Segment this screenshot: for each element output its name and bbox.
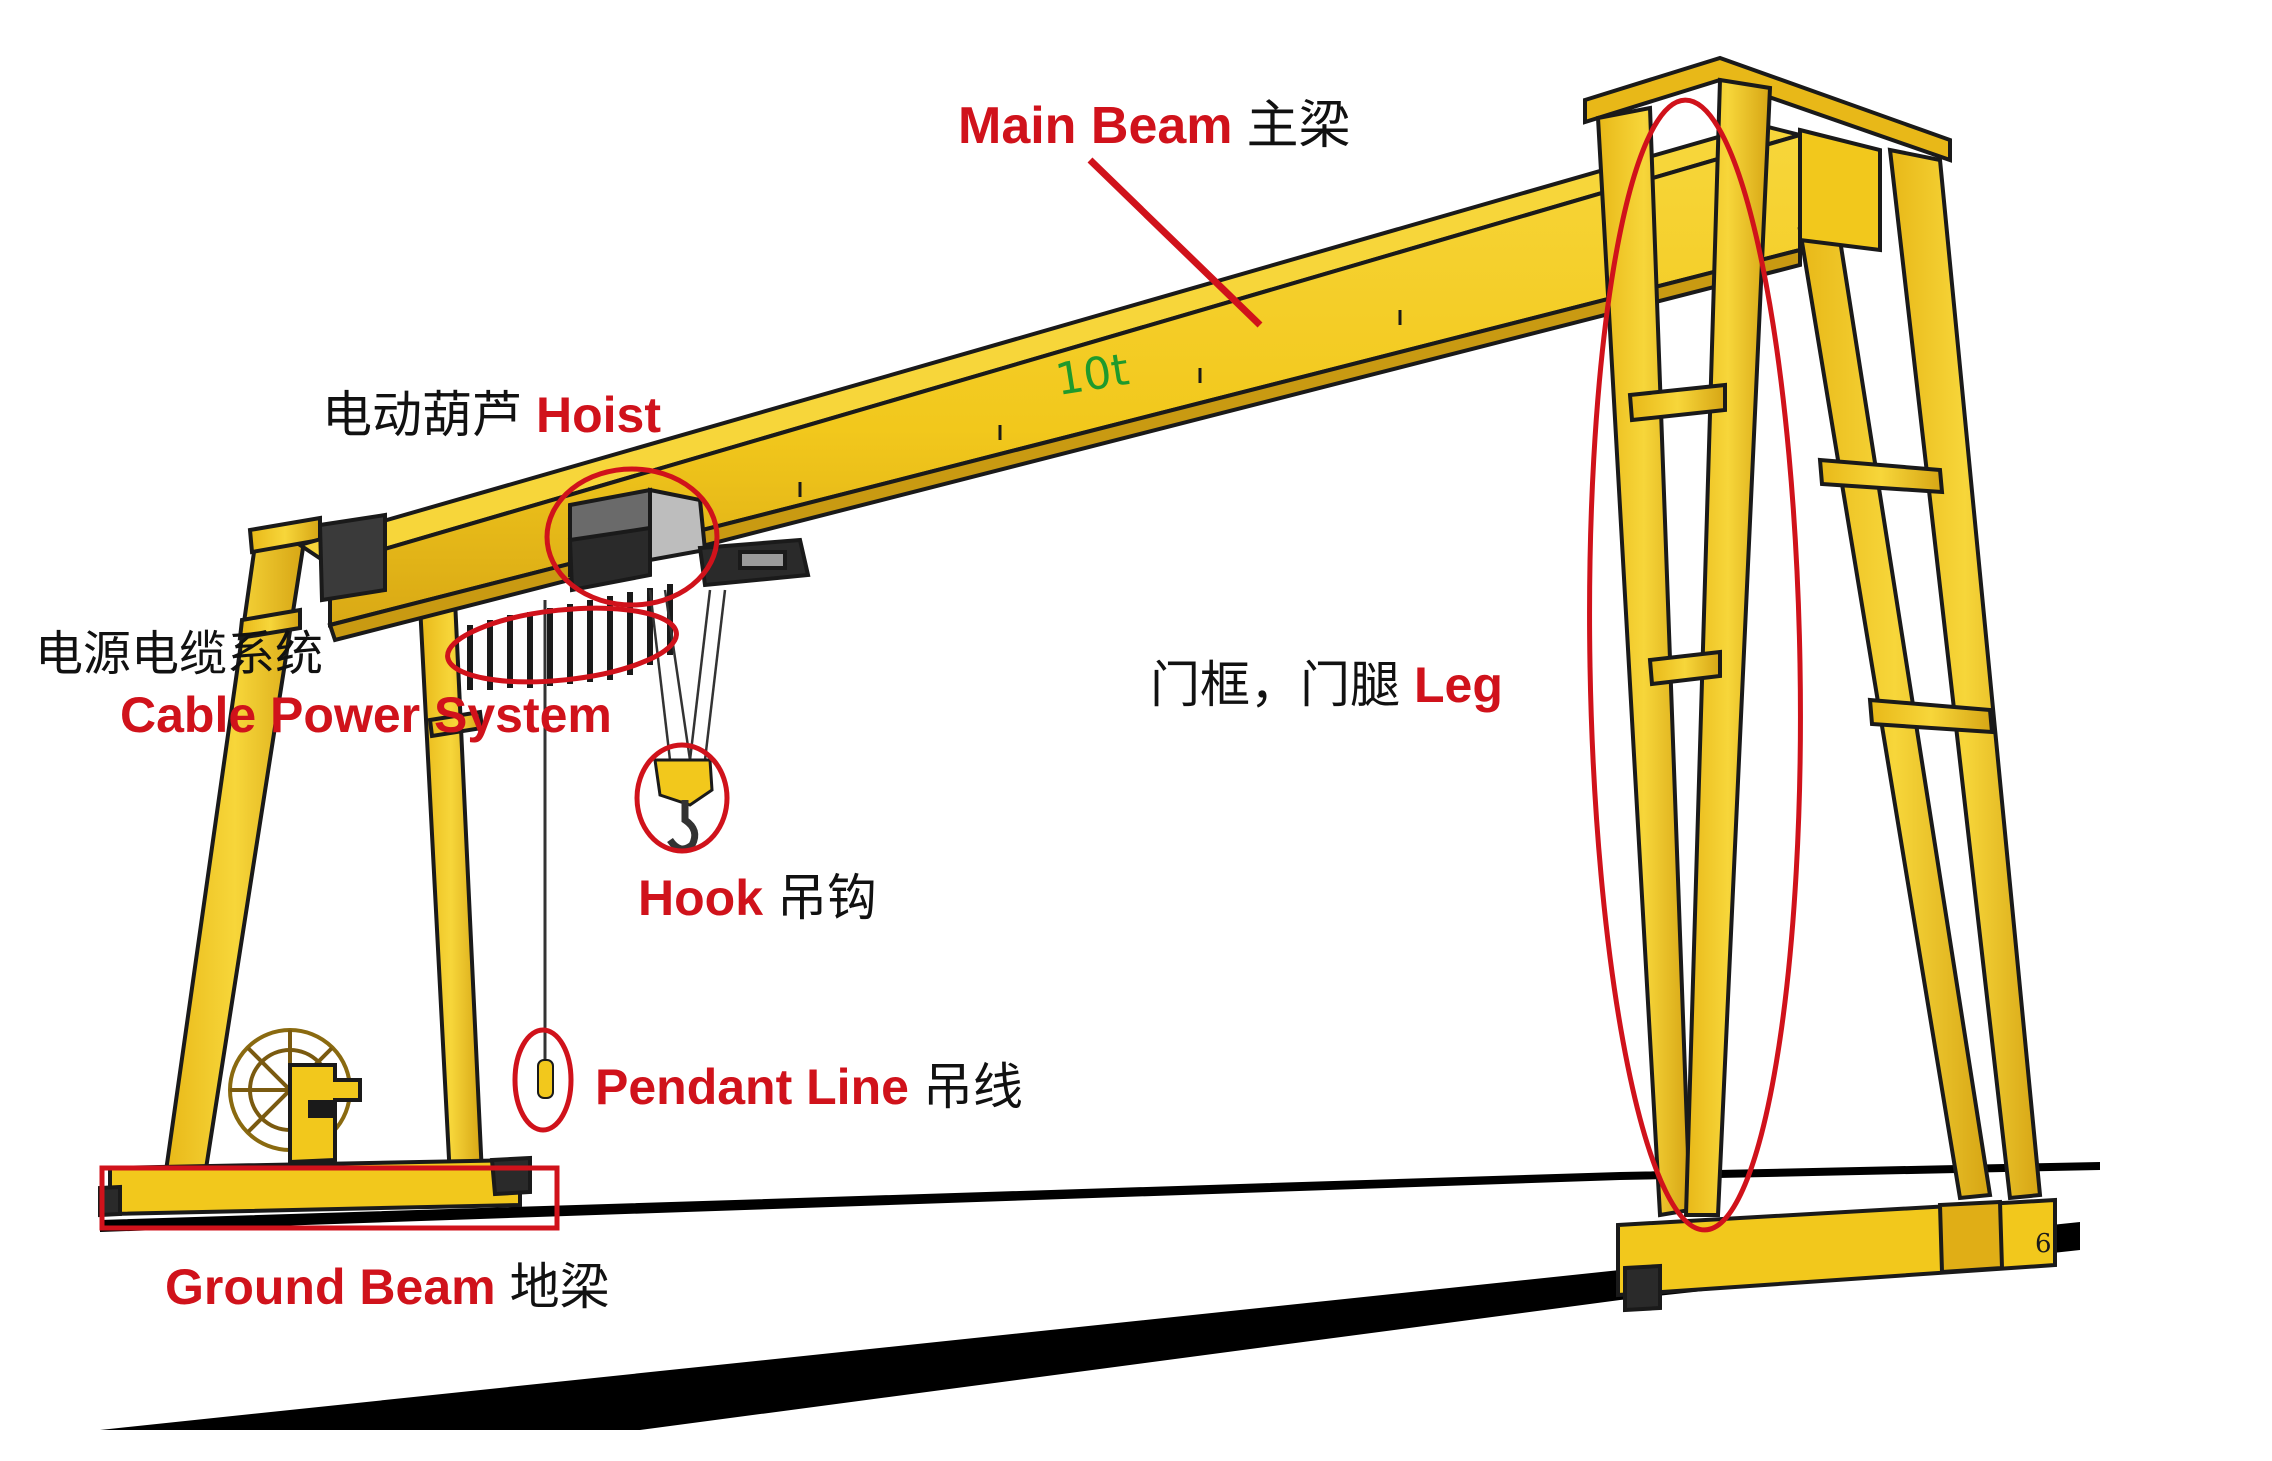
label-pendant-line-zh: 吊线 bbox=[922, 1058, 1023, 1116]
cable-highlight-ellipse bbox=[445, 605, 679, 685]
label-leg-en: Leg bbox=[1414, 657, 1503, 713]
ground-beam-highlight-box bbox=[99, 1165, 560, 1231]
right-leg-frame bbox=[1583, 55, 2043, 1218]
annotations bbox=[99, 97, 1803, 1233]
hoist-highlight-circle bbox=[544, 466, 720, 608]
festoon-cables bbox=[467, 584, 673, 690]
label-hoist-zh: 电动葫芦 bbox=[322, 386, 522, 444]
label-cable-power-en: Cable Power System bbox=[120, 687, 612, 743]
label-cable-power-zh: 电源电缆系统 bbox=[35, 626, 324, 682]
label-ground-beam-en: Ground Beam bbox=[165, 1259, 496, 1315]
ground-shadow bbox=[100, 1162, 2100, 1430]
label-hook-zh: 吊钩 bbox=[777, 869, 877, 927]
electric-hoist bbox=[567, 487, 811, 593]
label-main-beam-en: Main Beam bbox=[958, 97, 1233, 155]
pendant-line bbox=[537, 600, 554, 1099]
label-hook-en: Hook bbox=[638, 870, 763, 926]
label-ground-beam-zh: 地梁 bbox=[509, 1258, 610, 1316]
main-beam-pointer bbox=[1087, 157, 1263, 328]
leg-plate-marking: 6 bbox=[2035, 1229, 2052, 1259]
right-ground-beam bbox=[1616, 1197, 2057, 1313]
leg-highlight-ellipse bbox=[1587, 97, 1803, 1233]
pendant-highlight-ellipse bbox=[512, 1027, 574, 1133]
hook-highlight-circle bbox=[634, 742, 730, 854]
main-beam bbox=[295, 122, 1808, 643]
label-leg-zh: 门框，门腿 bbox=[1150, 656, 1400, 714]
hoist-ropes bbox=[648, 589, 727, 761]
cable-reel bbox=[228, 1028, 362, 1165]
label-main-beam-zh: 主梁 bbox=[1246, 96, 1351, 156]
label-pendant-line-en: Pendant Line bbox=[595, 1059, 909, 1115]
label-hoist-en: Hoist bbox=[536, 387, 661, 443]
hook-block bbox=[653, 758, 714, 853]
